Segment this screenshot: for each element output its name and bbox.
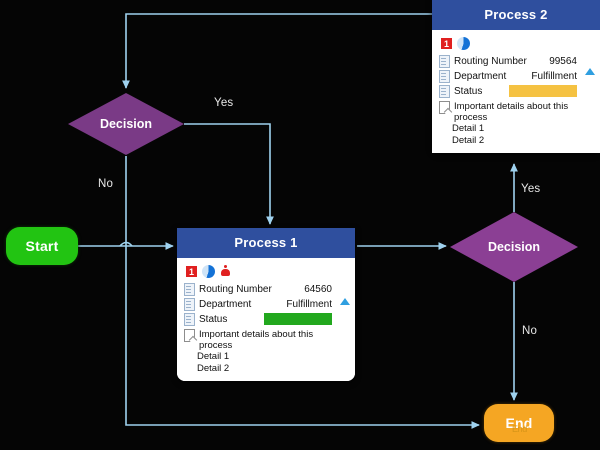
- number-one-icon: 1: [185, 265, 198, 278]
- node-decision-2[interactable]: Decision: [450, 212, 578, 282]
- detail-heading: Important details about this process: [454, 101, 569, 123]
- detail-block: Important details about this process Det…: [439, 101, 593, 147]
- badge-row: 1: [440, 36, 593, 51]
- edge-label-no-left: No: [98, 178, 114, 190]
- node-end-ghost-label: End: [512, 424, 527, 434]
- edge-label-yes-right: Yes: [521, 183, 541, 195]
- field-row: Department Fulfillment: [439, 69, 593, 83]
- node-start-label: Start: [25, 238, 59, 254]
- detail-line: Detail 1: [452, 123, 485, 134]
- status-swatch: [509, 85, 577, 97]
- detail-heading-row: Important details about this process: [184, 329, 348, 351]
- badge-row: 1: [185, 264, 348, 279]
- alarm-icon: [219, 265, 232, 278]
- node-decision-1[interactable]: Decision: [68, 93, 184, 155]
- node-decision-2-label: Decision: [487, 240, 541, 254]
- detail-line: Detail 2: [452, 135, 485, 146]
- card-process-1-body: 1 Routing Number 64560 Department Fulfil…: [177, 258, 355, 381]
- number-one-icon: 1: [440, 37, 453, 50]
- pie-chart-icon: [202, 265, 215, 278]
- card-process-2-title: Process 2: [432, 0, 600, 30]
- edge-decision1-yes-to-process1: [184, 123, 274, 225]
- edge-label-yes-top: Yes: [214, 97, 234, 109]
- node-start[interactable]: Start: [6, 227, 78, 265]
- detail-heading-row: Important details about this process: [439, 101, 593, 123]
- document-icon: [184, 329, 195, 342]
- detail-heading: Important details about this process: [199, 329, 314, 351]
- line-hop: [119, 241, 133, 247]
- field-row: Status: [184, 312, 348, 326]
- list-icon: [184, 297, 195, 311]
- detail-line: Detail 2: [197, 363, 230, 374]
- status-swatch: [264, 313, 332, 325]
- field-label: Status: [454, 85, 483, 97]
- document-icon: [439, 101, 450, 114]
- field-label: Status: [199, 313, 228, 325]
- field-row: Status: [439, 84, 593, 98]
- field-value: Fulfillment: [286, 298, 332, 310]
- list-icon: [439, 54, 450, 68]
- pie-chart-icon: [457, 37, 470, 50]
- list-icon: [184, 312, 195, 326]
- field-value: 64560: [304, 283, 332, 295]
- triangle-up-icon[interactable]: [585, 68, 595, 75]
- field-value: Fulfillment: [531, 70, 577, 82]
- list-icon: [439, 69, 450, 83]
- triangle-up-icon[interactable]: [340, 298, 350, 305]
- card-process-2[interactable]: Process 2 1 Routing Number 99564 Departm…: [432, 0, 600, 153]
- node-decision-1-label: Decision: [99, 117, 153, 131]
- field-row: Department Fulfillment: [184, 297, 348, 311]
- list-icon: [439, 84, 450, 98]
- field-value: 99564: [549, 55, 577, 67]
- field-label: Routing Number: [199, 283, 272, 295]
- field-label: Department: [454, 70, 507, 82]
- card-process-1[interactable]: Process 1 1 Routing Number 64560 Departm…: [177, 228, 355, 381]
- field-label: Department: [199, 298, 252, 310]
- list-icon: [184, 282, 195, 296]
- card-process-2-body: 1 Routing Number 99564 Department Fulfil…: [432, 30, 600, 153]
- edge-label-no-right: No: [522, 325, 538, 337]
- detail-block: Important details about this process Det…: [184, 329, 348, 375]
- card-process-1-title: Process 1: [177, 228, 355, 258]
- field-row: Routing Number 99564: [439, 54, 593, 68]
- node-end[interactable]: End End: [484, 404, 554, 442]
- field-label: Routing Number: [454, 55, 527, 67]
- field-row: Routing Number 64560: [184, 282, 348, 296]
- detail-line: Detail 1: [197, 351, 230, 362]
- node-end-label: End: [505, 415, 533, 431]
